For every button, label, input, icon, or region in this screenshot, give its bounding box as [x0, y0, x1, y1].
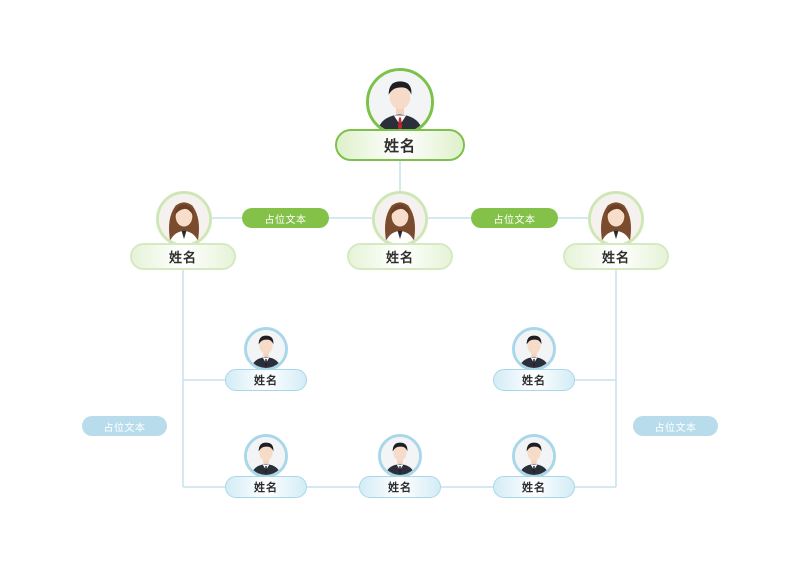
right-group-name-box-2: 姓名	[493, 476, 575, 498]
middle-right-name-box: 姓名	[563, 243, 669, 270]
bottom-center-name-box: 姓名	[359, 476, 441, 498]
left-group-name-box-2: 姓名	[225, 476, 307, 498]
middle-left-name-box: 姓名	[130, 243, 236, 270]
male-avatar-icon	[247, 437, 285, 475]
middle-center-name-box: 姓名	[347, 243, 453, 270]
middle-label-right: 占位文本	[471, 208, 558, 228]
middle-label-left: 占位文本	[242, 208, 329, 228]
top-avatar	[366, 68, 434, 136]
right-group-avatar-2	[512, 434, 556, 478]
female-avatar-icon	[375, 194, 425, 244]
bottom-center-avatar	[378, 434, 422, 478]
female-avatar-icon	[591, 194, 641, 244]
middle-right-avatar	[588, 191, 644, 247]
left-group-avatar-2	[244, 434, 288, 478]
side-label-right: 占位文本	[633, 416, 718, 436]
top-name-box: 姓名	[335, 129, 465, 161]
female-avatar-icon	[159, 194, 209, 244]
male-avatar-icon	[369, 71, 431, 133]
male-avatar-icon	[515, 437, 553, 475]
male-avatar-icon	[247, 330, 285, 368]
male-avatar-icon	[515, 330, 553, 368]
left-group-avatar-1	[244, 327, 288, 371]
left-group-name-box-1: 姓名	[225, 369, 307, 391]
right-group-avatar-1	[512, 327, 556, 371]
side-label-left: 占位文本	[82, 416, 167, 436]
middle-left-avatar	[156, 191, 212, 247]
right-group-name-box-1: 姓名	[493, 369, 575, 391]
male-avatar-icon	[381, 437, 419, 475]
middle-center-avatar	[372, 191, 428, 247]
